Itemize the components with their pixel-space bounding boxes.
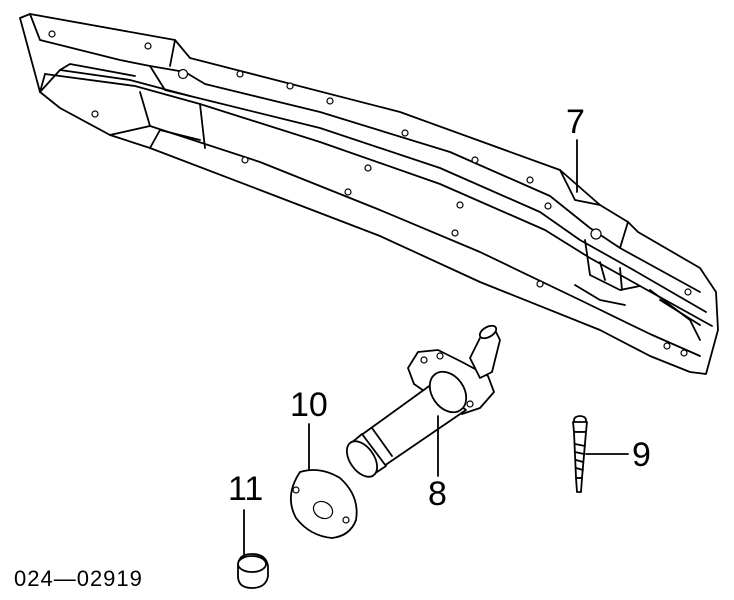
gasket-part	[290, 469, 358, 539]
callout-11: 11	[228, 470, 263, 508]
callout-10: 10	[290, 386, 328, 424]
plug-part	[237, 553, 269, 589]
callout-7: 7	[566, 103, 585, 141]
bumper-beam-part	[19, 13, 719, 375]
tow-hook-tube-part	[345, 324, 501, 478]
callout-8: 8	[428, 475, 447, 513]
callout-9: 9	[632, 436, 651, 474]
bolt-part	[572, 415, 588, 493]
diagram-code: 024—02919	[14, 566, 143, 591]
leader-lines	[243, 139, 629, 557]
